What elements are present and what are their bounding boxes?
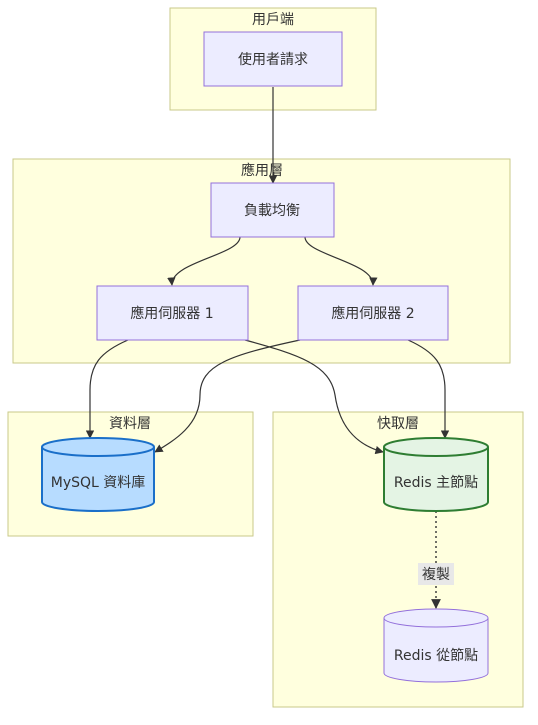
node-load-balancer: 負載均衡 (210, 182, 335, 238)
edge-app2-to-redis (407, 339, 450, 439)
edge-lb-to-app2 (304, 236, 378, 286)
redis-slave-cylinder-top (383, 608, 489, 628)
node-user-request-label: 使用者請求 (238, 51, 308, 68)
redis-master-cylinder-top (383, 437, 489, 457)
node-redis-master-label: Redis 主節點 (394, 474, 478, 491)
cluster-app-label: 應用層 (241, 162, 283, 179)
edge-app1-to-mysql (85, 339, 129, 439)
node-app-server-1-label: 應用伺服器 1 (130, 305, 213, 322)
mysql-cylinder-body (41, 447, 155, 512)
node-app-server-2: 應用伺服器 2 (297, 285, 449, 341)
node-redis-slave: Redis 從節點 (383, 608, 489, 683)
node-app-server-2-label: 應用伺服器 2 (331, 305, 414, 322)
cluster-cache-label: 快取層 (377, 416, 419, 432)
cluster-data-label: 資料層 (109, 416, 151, 432)
redis-slave-cylinder-body (383, 618, 489, 683)
edge-app1-to-redis (244, 339, 384, 455)
redis-master-cylinder-body (383, 447, 489, 512)
edge-replication-label: 複製 (418, 563, 454, 585)
node-mysql-label: MySQL 資料庫 (51, 474, 146, 491)
node-redis-slave-label: Redis 從節點 (394, 647, 478, 664)
node-app-server-1: 應用伺服器 1 (96, 285, 249, 341)
node-mysql-database: MySQL 資料庫 (41, 437, 155, 512)
edge-app2-to-mysql (154, 339, 301, 453)
node-redis-master: Redis 主節點 (383, 437, 489, 512)
edge-lb-to-app1 (167, 236, 241, 286)
node-load-balancer-label: 負載均衡 (244, 203, 300, 219)
edge-replication-text: 複製 (422, 566, 450, 583)
cluster-client-label: 用戶端 (252, 12, 294, 28)
mysql-cylinder-top (41, 437, 155, 457)
node-user-request: 使用者請求 (203, 31, 343, 87)
